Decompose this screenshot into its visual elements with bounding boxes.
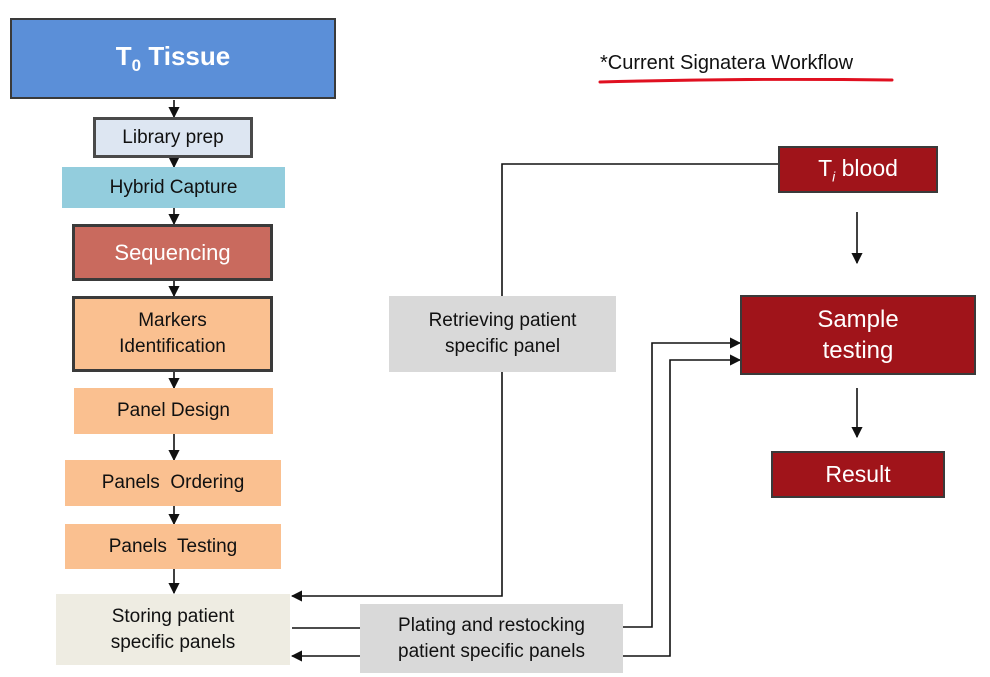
title-underline bbox=[598, 78, 894, 84]
plating-restocking-box: Plating and restocking patient specific … bbox=[360, 604, 623, 673]
plating-label-line2: patient specific panels bbox=[398, 640, 585, 662]
sequencing-label: Sequencing bbox=[114, 239, 231, 265]
library-prep-box: Library prep bbox=[93, 117, 253, 158]
blood-box: Ti blood bbox=[778, 146, 938, 193]
panel-design-label: Panel Design bbox=[116, 400, 231, 422]
retrieving-label-line2: specific panel bbox=[444, 336, 561, 357]
blood-label-main: T bbox=[818, 154, 833, 181]
storing-label-line2: specific panels bbox=[110, 631, 236, 653]
retrieving-label-line1: Retrieving patient bbox=[428, 310, 577, 332]
sample-testing-label-line1: Sample bbox=[817, 305, 899, 333]
panel-design-box: Panel Design bbox=[74, 388, 273, 434]
blood-label-rest: blood bbox=[835, 154, 898, 181]
panels-testing-box: Panels Testing bbox=[65, 524, 281, 569]
tissue-label-sub: 0 bbox=[131, 56, 142, 76]
storing-panels-box: Storing patient specific panels bbox=[56, 594, 290, 665]
arrow-blood-to-storing bbox=[290, 163, 778, 602]
markers-label-line2: Identification bbox=[119, 336, 226, 357]
result-label: Result bbox=[825, 460, 891, 487]
panels-ordering-box: Panels Ordering bbox=[65, 460, 281, 506]
library-prep-label: Library prep bbox=[122, 126, 224, 148]
arrow-plating-to-sample-2 bbox=[623, 354, 742, 657]
hybrid-capture-label: Hybrid Capture bbox=[109, 176, 238, 198]
tissue-label-rest: Tissue bbox=[141, 40, 231, 71]
markers-label-line1: Markers bbox=[138, 310, 207, 332]
hybrid-capture-box: Hybrid Capture bbox=[62, 167, 285, 208]
retrieving-panel-box: Retrieving patient specific panel bbox=[389, 296, 616, 372]
tissue-label-main: T bbox=[115, 40, 132, 71]
panels-testing-label: Panels Testing bbox=[108, 535, 238, 557]
workflow-title: *Current Signatera Workflow bbox=[600, 52, 854, 74]
sequencing-box: Sequencing bbox=[72, 224, 273, 281]
sample-testing-box: Sample testing bbox=[740, 295, 976, 375]
tissue-box: T0 Tissue bbox=[10, 18, 336, 99]
panels-ordering-label: Panels Ordering bbox=[101, 472, 245, 494]
markers-identification-box: Markers Identification bbox=[72, 296, 273, 372]
result-box: Result bbox=[771, 451, 945, 498]
arrow-plating-to-sample-1 bbox=[623, 337, 742, 628]
sample-testing-label-line2: testing bbox=[822, 337, 894, 364]
storing-label-line1: Storing patient bbox=[111, 605, 235, 627]
blood-label-sub: i bbox=[832, 168, 836, 185]
plating-label-line1: Plating and restocking bbox=[398, 614, 585, 636]
